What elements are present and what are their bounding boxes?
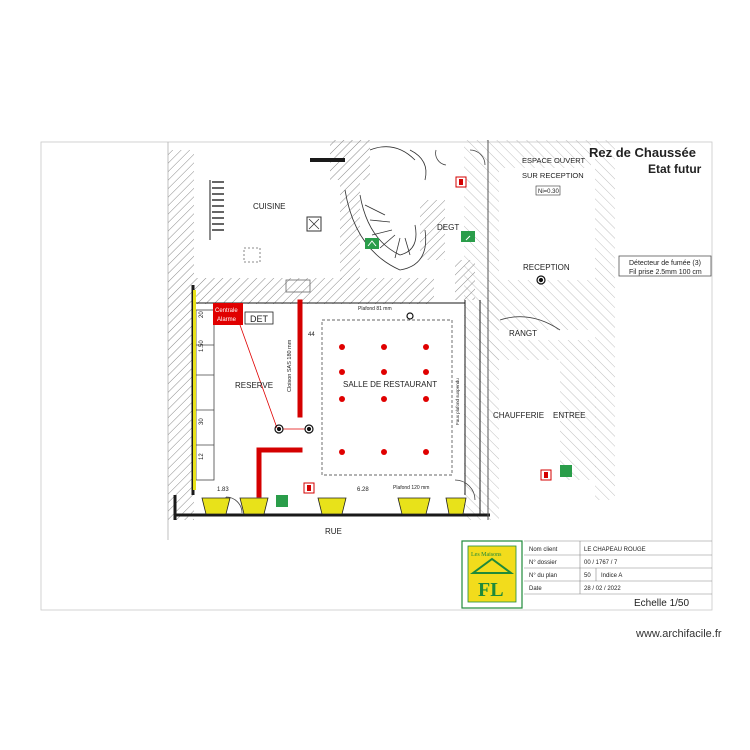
emergency-exit-sign-icon <box>276 231 572 507</box>
room-rangt: RANGT <box>509 329 537 338</box>
scale-label: Echelle 1/50 <box>634 598 689 609</box>
doors <box>225 149 561 514</box>
street-windows <box>193 290 467 515</box>
tb-label-dossier: N° dossier <box>529 560 557 566</box>
plan-title-line1: Rez de Chaussée <box>589 145 696 160</box>
room-degt: DEGT <box>437 223 459 232</box>
alarm-central-label-2: Alarme <box>217 317 237 323</box>
plafond-top-label: Plafond 81 mm <box>358 306 392 312</box>
fire-extinguisher-icon <box>303 176 552 494</box>
alarm-wiring <box>239 324 305 430</box>
dim-left: 1.83 <box>217 487 229 493</box>
ceiling-detector-dot <box>423 344 429 350</box>
room-entree: ENTREE <box>553 411 585 420</box>
logo-top-text: Les Maisons <box>471 552 502 558</box>
ceiling-detector-dot <box>339 344 345 350</box>
cloison-label: Cloison SAS 180 mm <box>287 339 293 392</box>
plan-title-line2: Etat futur <box>648 162 702 176</box>
hatched-walls <box>168 140 615 520</box>
ceiling-detector-dot <box>423 396 429 402</box>
espace-tag-box <box>535 185 561 196</box>
watermark: www.archifacile.fr <box>636 628 722 640</box>
room-chaufferie: CHAUFFERIE <box>493 411 544 420</box>
espace-tag: Ni=0.30 <box>538 189 560 195</box>
house-logo-icon <box>469 557 515 574</box>
ceiling-detector-dot <box>381 369 387 375</box>
dim-d: 12 <box>199 453 205 460</box>
tb-value-dossier: 00 / 1767 / 7 <box>584 560 618 566</box>
alarm-central-box <box>213 303 243 325</box>
plafond-bottom-label: Plafond 120 mm <box>393 485 429 491</box>
ceiling-grid <box>321 319 453 476</box>
tb-value-client: LE CHAPEAU ROUGE <box>584 547 646 553</box>
dim-right: 6.28 <box>357 487 369 493</box>
room-reserve: RESERVE <box>235 381 273 390</box>
tb-value-date: 28 / 02 / 2022 <box>584 586 621 592</box>
tb-value-plan: 50 <box>584 573 591 579</box>
room-reception: RECEPTION <box>523 263 570 272</box>
ceiling-detector-dot <box>339 396 345 402</box>
smoke-detector-dots <box>339 344 429 455</box>
tb-label-client: Nom client <box>529 547 558 553</box>
ceiling-detector-dot <box>339 369 345 375</box>
title-block: Les Maisons FL Nom client LE CHAPEAU ROU… <box>461 540 712 609</box>
red-partitions <box>256 299 303 498</box>
tb-extra-plan: Indice A <box>601 573 622 579</box>
ceiling-text: Faux plafond suspendu <box>455 378 460 425</box>
ceiling-detector-dot <box>381 344 387 350</box>
ceiling-detector-dot <box>381 396 387 402</box>
smoke-detector-icon <box>274 275 546 434</box>
alarm-central-label-1: Centrale <box>215 308 238 314</box>
room-rue: RUE <box>325 527 342 536</box>
logo-letters: FL <box>478 579 504 601</box>
dim-b: 1.50 <box>199 340 205 352</box>
walls <box>173 140 490 520</box>
room-salle: SALLE DE RESTAURANT <box>343 380 437 389</box>
sheet-frame <box>40 141 713 611</box>
dim-c: 30 <box>199 418 205 425</box>
spiral-staircase <box>344 146 427 271</box>
room-cuisine: CUISINE <box>253 202 285 211</box>
room-espace-ouvert-2: SUR RECEPTION <box>522 171 584 180</box>
det-box <box>244 311 274 325</box>
ceiling-detector-dot <box>423 369 429 375</box>
dim-e: 44 <box>308 332 315 338</box>
ceiling-detector-dot <box>339 449 345 455</box>
kitchen-equipment <box>212 181 322 293</box>
detector-callout-2: Fil prise 2.5mm 100 cm <box>629 269 702 276</box>
tb-label-date: Date <box>529 586 542 592</box>
room-espace-ouvert-1: ESPACE OUVERT <box>522 156 585 165</box>
ceiling-detector-dot <box>423 449 429 455</box>
detector-callout-1: Détecteur de fumée (3) <box>629 260 701 267</box>
ceiling-detector-dot <box>381 449 387 455</box>
dim-a: 20 <box>199 311 205 318</box>
det-label: DET <box>250 314 269 324</box>
detector-callout-box <box>618 255 712 277</box>
tb-label-plan: N° du plan <box>529 573 557 579</box>
